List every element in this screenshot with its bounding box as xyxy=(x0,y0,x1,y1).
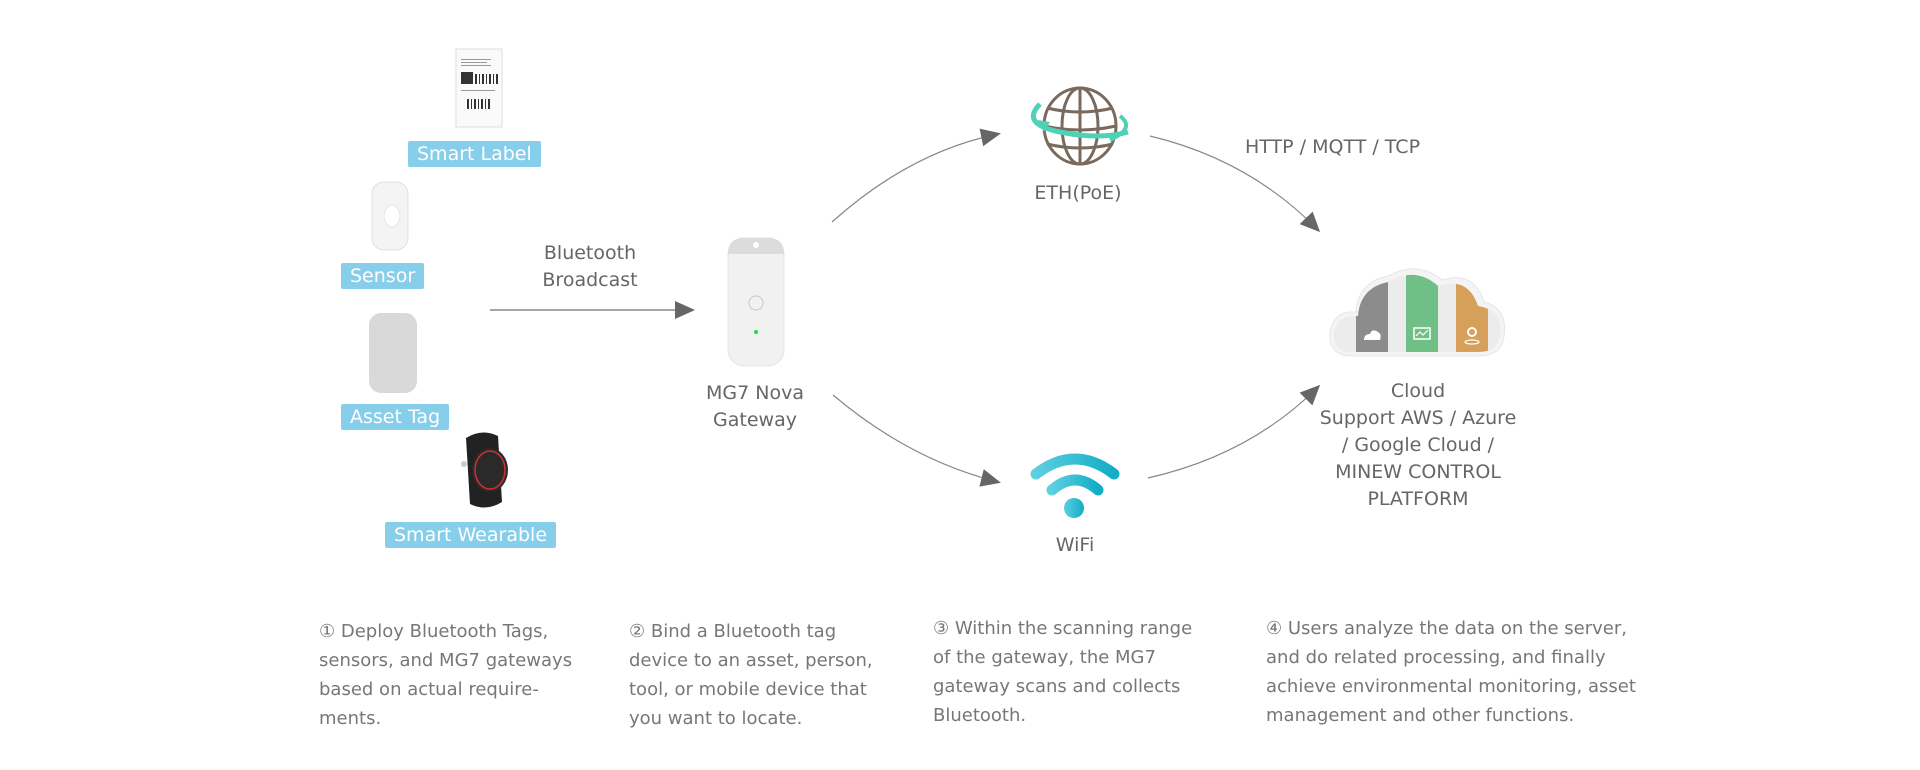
smart-label-icon xyxy=(455,48,503,128)
asset-tag-device xyxy=(368,312,418,394)
smart-wearable-label: Smart Wearable xyxy=(385,522,557,548)
globe-icon xyxy=(1030,86,1129,166)
smart-wearable-device xyxy=(452,428,516,512)
broadcast-label: Bluetooth Broadcast xyxy=(542,242,638,291)
eth-label: ETH(PoE) xyxy=(1034,182,1122,204)
wifi-node xyxy=(1030,452,1120,520)
sensor-label: Sensor xyxy=(341,263,425,289)
wifi-to-cloud-arrow xyxy=(1147,384,1321,479)
gateway-device-icon xyxy=(727,237,785,367)
cloud-label: Cloud Support AWS / Azure / Google Cloud… xyxy=(1319,380,1517,510)
gateway-label: MG7 Nova Gateway xyxy=(706,382,804,431)
gateway-to-eth-arrow xyxy=(831,128,1001,223)
protocol-label: HTTP / MQTT / TCP xyxy=(1245,136,1421,158)
smart-label-label: Smart Label xyxy=(408,141,541,167)
cloud-node xyxy=(1328,266,1508,362)
cloud-icon xyxy=(1329,268,1506,357)
step-3: ③ Within the scanning range of the gatew… xyxy=(933,618,1193,726)
sensor-device xyxy=(370,180,410,252)
asset-tag-icon xyxy=(369,313,417,393)
step-4: ④ Users analyze the data on the server, … xyxy=(1266,618,1636,726)
smart-wearable-icon xyxy=(461,432,508,508)
gateway-to-wifi-arrow xyxy=(832,394,1001,487)
smart-label-device xyxy=(455,47,503,129)
step-1: ① Deploy Bluetooth Tags, sensors, and MG… xyxy=(319,621,573,729)
gateway-device xyxy=(726,236,786,368)
wifi-label: WiFi xyxy=(1055,534,1095,556)
sensor-icon xyxy=(371,181,409,251)
eth-to-cloud-arrow xyxy=(1149,135,1321,233)
wifi-icon xyxy=(1030,453,1120,518)
step-2: ② Bind a Bluetooth tag device to an asse… xyxy=(629,621,873,729)
eth-node xyxy=(1020,86,1136,166)
asset-tag-label: Asset Tag xyxy=(341,404,450,430)
